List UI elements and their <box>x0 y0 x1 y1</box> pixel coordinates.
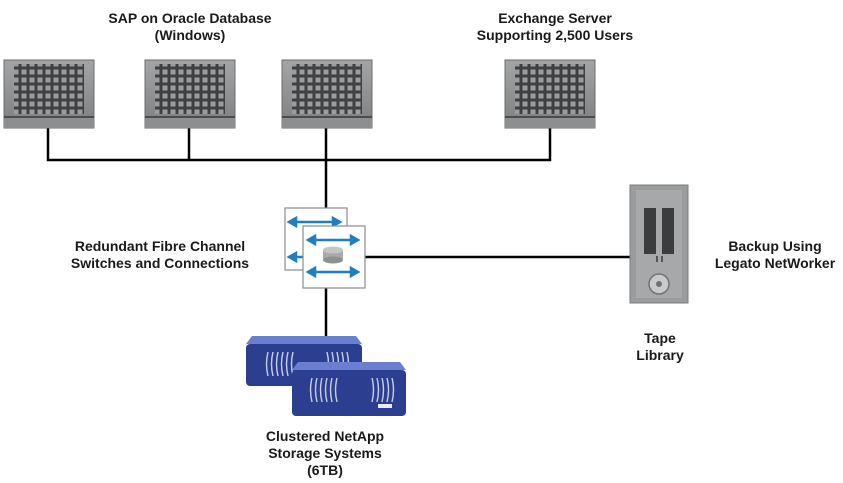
connector-lines <box>46 128 630 340</box>
label-storage: Clustered NetApp Storage Systems (6TB) <box>235 428 415 479</box>
label-sap: SAP on Oracle Database (Windows) <box>95 10 285 44</box>
label-sap-line2: (Windows) <box>154 27 226 43</box>
label-backup-line2: Legato NetWorker <box>714 255 836 271</box>
disk-icon <box>323 246 343 264</box>
label-switches-line2: Switches and Connections <box>70 255 250 271</box>
label-exchange-line2: Supporting 2,500 Users <box>476 27 634 43</box>
fibre-channel-switch-front <box>302 225 366 289</box>
server-exchange <box>504 59 596 129</box>
server-sap-2 <box>144 59 236 129</box>
label-backup: Backup Using Legato NetWorker <box>705 238 843 272</box>
label-sap-line1: SAP on Oracle Database <box>108 10 272 26</box>
label-exchange-line1: Exchange Server <box>498 10 612 26</box>
label-storage-line2: Storage Systems <box>268 445 382 461</box>
label-tape: Tape Library <box>615 330 705 364</box>
server-sap-1 <box>3 59 95 129</box>
tape-library <box>629 184 689 304</box>
server-sap-3 <box>281 59 373 129</box>
label-storage-line1: Clustered NetApp <box>265 428 385 444</box>
label-switches: Redundant Fibre Channel Switches and Con… <box>60 238 260 272</box>
label-exchange: Exchange Server Supporting 2,500 Users <box>460 10 650 44</box>
label-tape-line2: Library <box>636 347 684 363</box>
label-switches-line1: Redundant Fibre Channel <box>74 238 246 254</box>
label-tape-line1: Tape <box>644 330 676 346</box>
label-backup-line1: Backup Using <box>728 238 822 254</box>
netapp-storage-front <box>292 362 406 416</box>
label-storage-line3: (6TB) <box>307 462 343 478</box>
